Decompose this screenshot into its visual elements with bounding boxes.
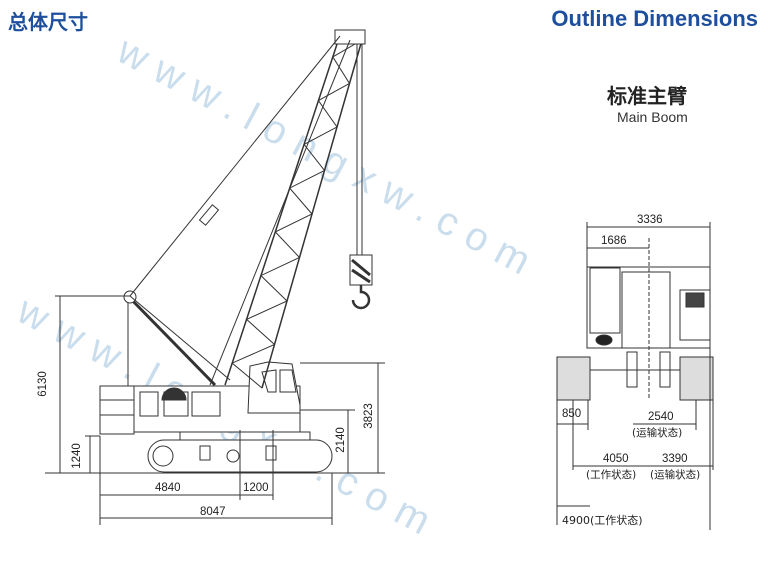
dim-center-to-boom-foot: 1200 [243, 482, 269, 494]
dim-track-height: 2140 [334, 427, 347, 453]
dim-overall-length: 8047 [200, 506, 226, 518]
boom-lattice [231, 39, 363, 389]
hook-icon [351, 285, 371, 310]
dim-tail-to-center: 4840 [155, 482, 181, 494]
dim-cab-height: 3823 [362, 403, 375, 429]
dim-half-width: 1686 [601, 235, 627, 247]
dim-transport-width: 3390 [662, 453, 688, 465]
dim-counterweight-clearance: 1240 [70, 443, 83, 469]
view-title-en: Main Boom [617, 109, 688, 125]
dim-overall-width: 3336 [637, 214, 663, 226]
dim-working-width: 4900(工作状态) [562, 514, 643, 527]
front-view-crane [556, 222, 714, 530]
dim-overall-height: 6130 [36, 371, 49, 397]
dim-transport-gauge: 2540 [648, 411, 674, 423]
dim-track-shoe-width: 850 [562, 408, 582, 420]
title-en: Outline Dimensions [551, 6, 758, 31]
view-title-cn: 标准主臂 [607, 84, 687, 108]
dim-working-gauge: 4050 [603, 453, 629, 465]
dim-transport-gauge-note: (运输状态) [632, 427, 683, 439]
title-cn: 总体尺寸 [8, 10, 88, 34]
dim-working-gauge-note: (工作状态) [586, 469, 637, 481]
side-view-crane [45, 29, 385, 525]
dim-transport-width-note: (运输状态) [650, 469, 701, 481]
logo-icon [161, 387, 187, 401]
